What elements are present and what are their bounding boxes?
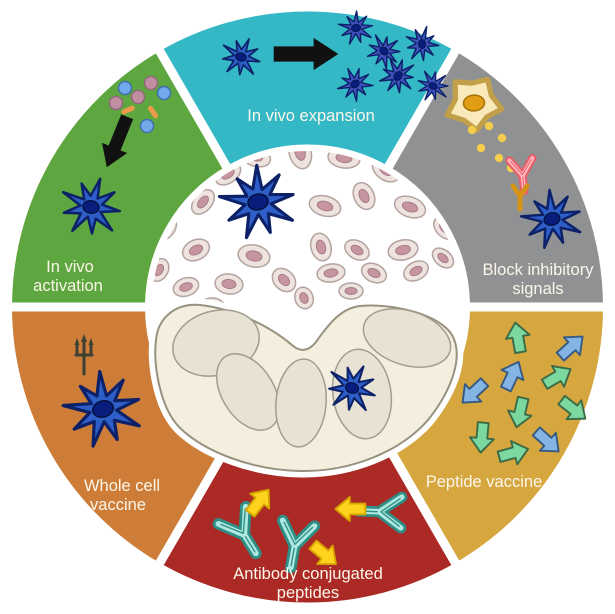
- label-whole-cell-line2: vaccine: [90, 496, 146, 514]
- block-inhibitory-icons: [445, 73, 588, 253]
- label-antibody-conjugated-line2: peptides: [277, 584, 339, 602]
- label-peptide-vaccine: Peptide vaccine: [426, 473, 543, 491]
- label-antibody-conjugated-line1: Antibody conjugated: [233, 565, 383, 583]
- receptor-y-icon: [510, 183, 530, 212]
- adjuvant-dots: [108, 75, 172, 134]
- label-block-inhibitory-line2: signals: [512, 280, 563, 298]
- label-whole-cell-line1: Whole cell: [84, 477, 160, 495]
- label-block-inhibitory-line1: Block inhibitory: [483, 261, 595, 279]
- label-in-vivo-expansion: In vivo expansion: [247, 107, 375, 125]
- label-in-vivo-activation-line1: In vivo: [46, 258, 94, 276]
- label-in-vivo-activation-line2: activation: [33, 277, 103, 295]
- in-vivo-activation-icons: [56, 75, 172, 239]
- tumor-tissue-illustration: [151, 151, 457, 315]
- tumor-gland-illustration: [148, 298, 464, 478]
